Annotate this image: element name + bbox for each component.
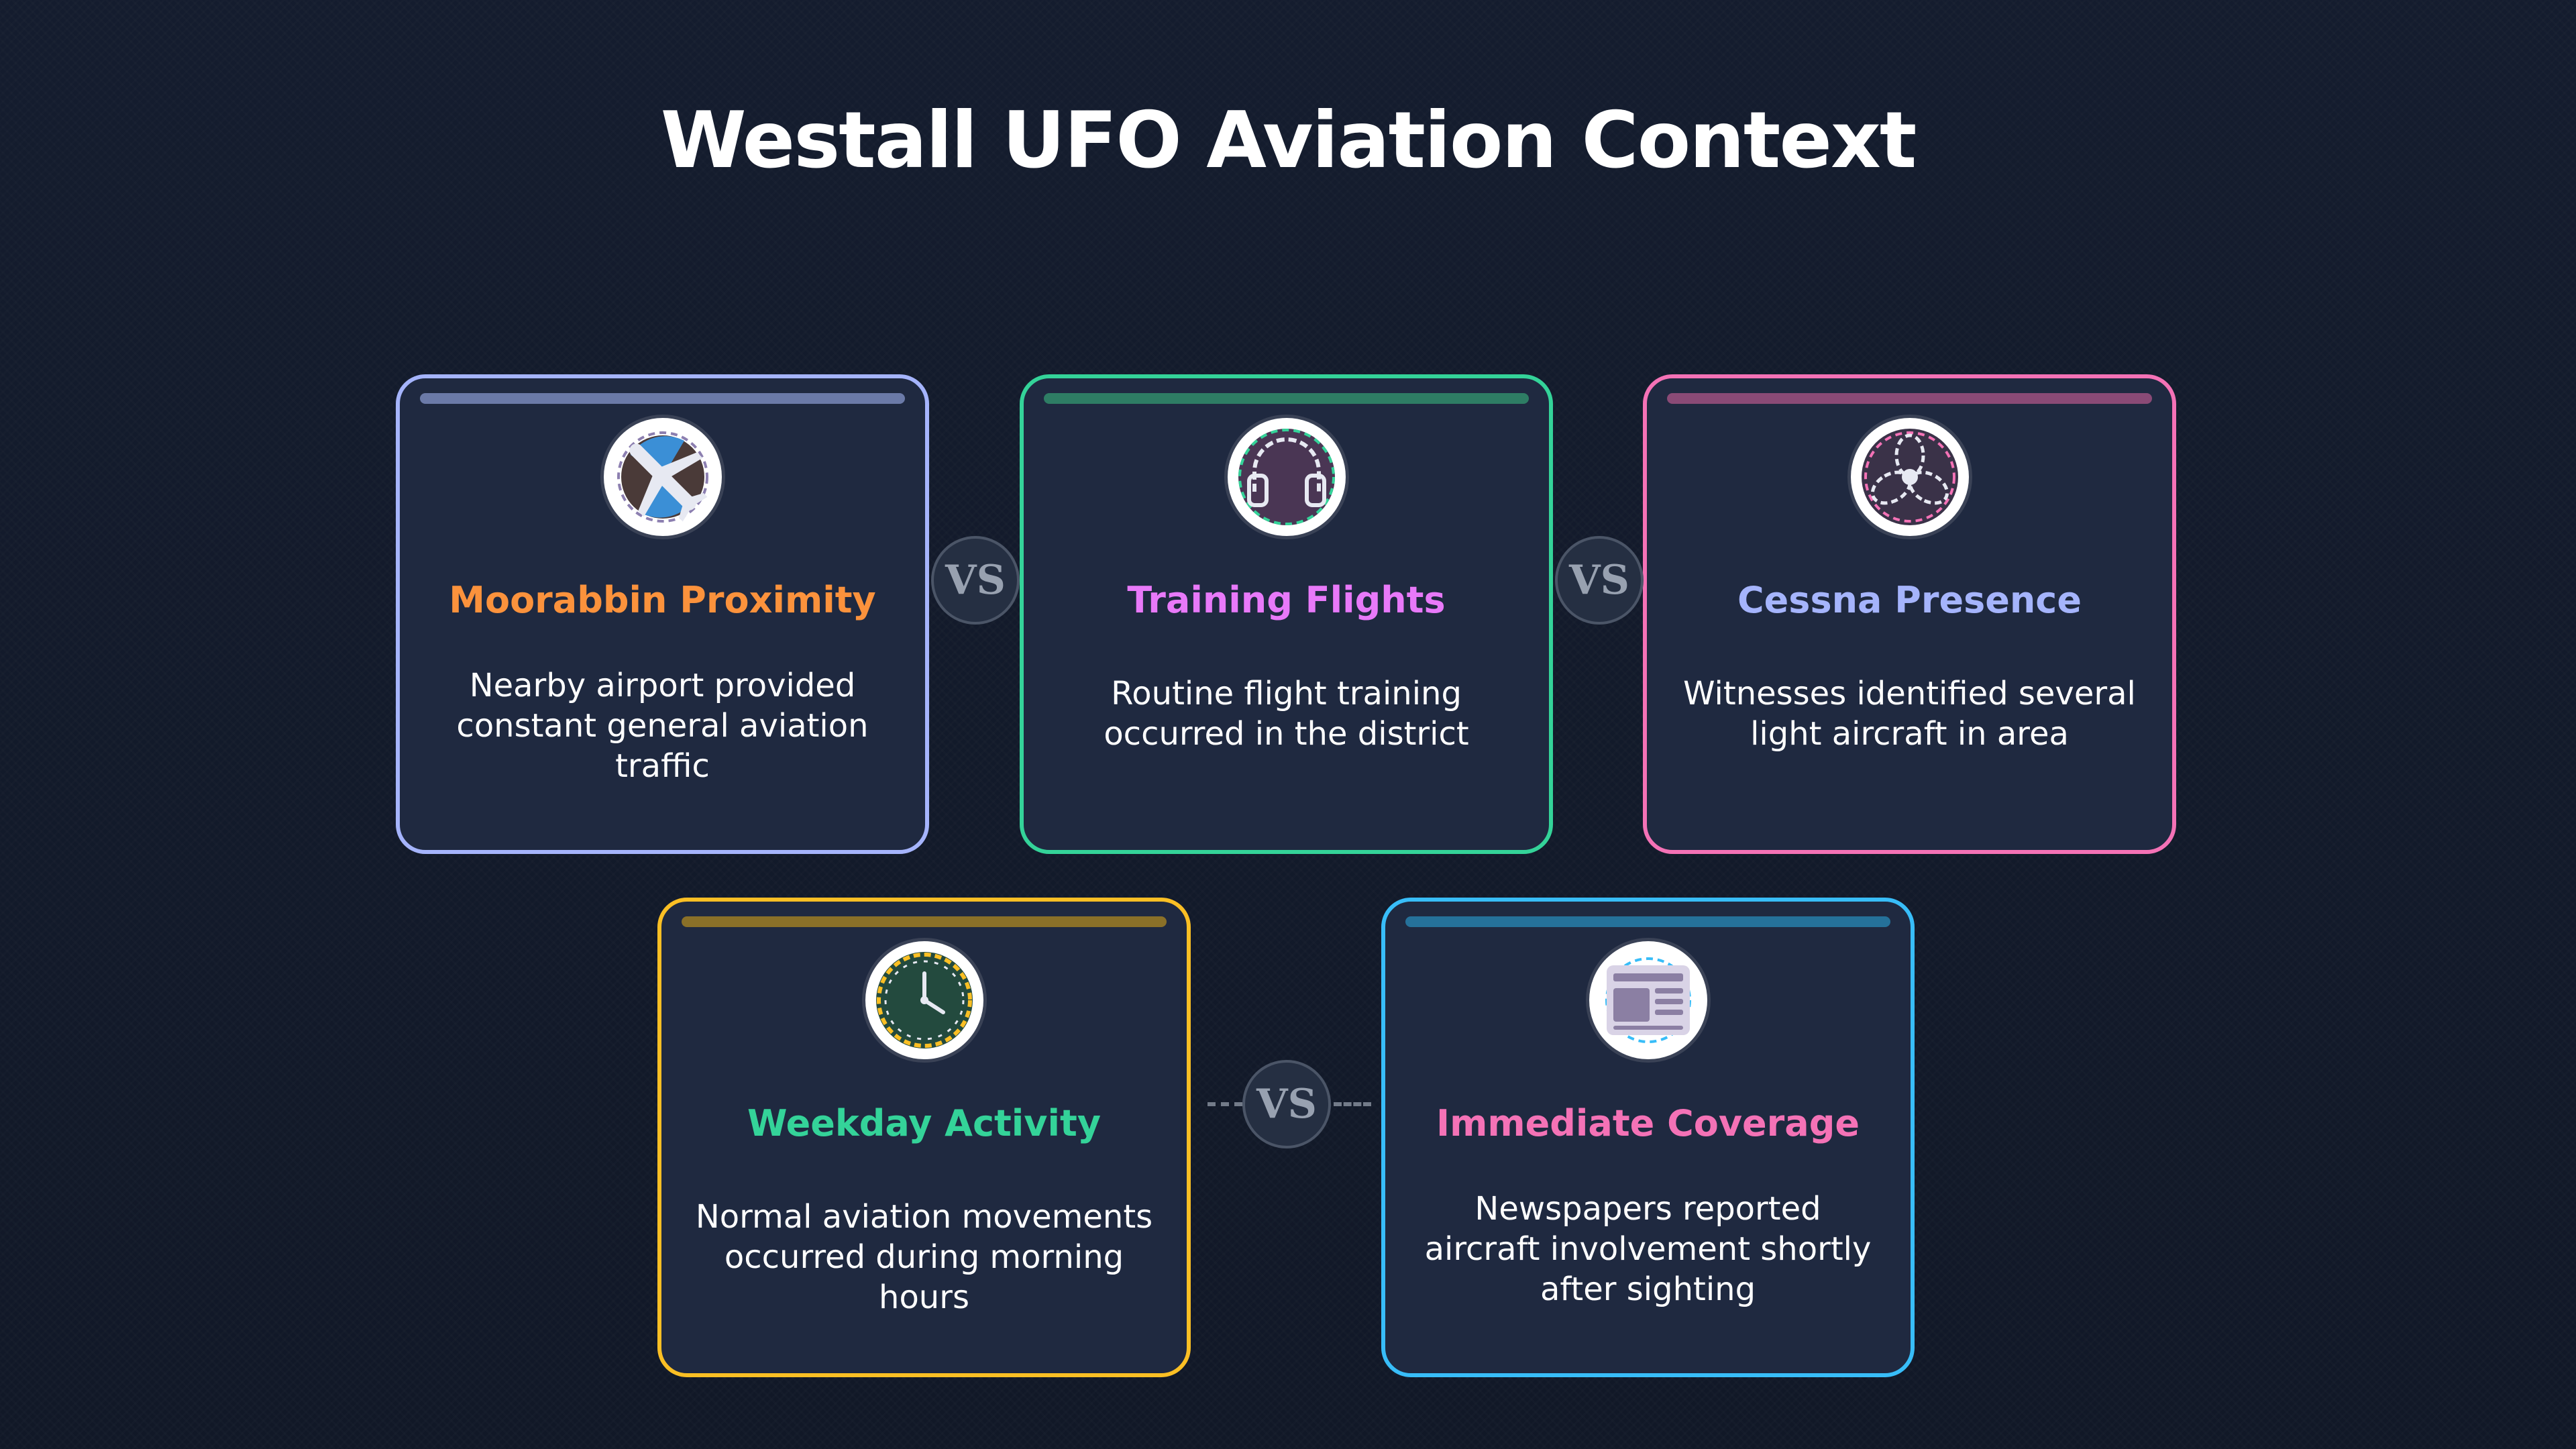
card-accent-bar [1667,393,2152,404]
card-moorabbin-proximity: Moorabbin Proximity Nearby airport provi… [396,374,929,854]
newspaper-icon [1585,938,1711,1063]
card-weekday-activity: Weekday Activity Normal aviation movemen… [657,898,1191,1377]
page-title: Westall UFO Aviation Context [660,95,1917,186]
connector-dash-left [1208,1102,1242,1106]
card-heading: Training Flights [1127,579,1446,621]
vs-badge: VS [931,536,1020,625]
card-accent-bar [1044,393,1529,404]
vs-badge: VS [1555,536,1644,625]
card-description: Normal aviation movements occurred durin… [695,1198,1153,1316]
headset-icon [1224,415,1349,539]
card-accent-bar [1405,916,1890,927]
card-description: Nearby airport provided constant general… [456,667,869,785]
card-description: Routine flight training occurred in the … [1104,675,1469,753]
card-accent-bar [682,916,1167,927]
card-heading: Moorabbin Proximity [449,579,876,621]
vs-badge: VS [1242,1060,1331,1148]
card-heading: Immediate Coverage [1436,1102,1860,1144]
card-description: Newspapers reported aircraft involvement… [1424,1190,1872,1308]
card-training-flights: Training Flights Routine flight training… [1020,374,1553,854]
card-heading: Weekday Activity [747,1102,1102,1144]
card-immediate-coverage: Immediate Coverage Newspapers reported a… [1381,898,1915,1377]
card-cessna-presence: Cessna Presence Witnesses identified sev… [1643,374,2176,854]
connector-dash-right [1334,1102,1371,1106]
card-accent-bar [420,393,905,404]
card-description: Witnesses identified several light aircr… [1683,675,2136,753]
clock-icon [861,938,987,1063]
propeller-icon [1847,415,1972,539]
airplane-icon [600,415,725,539]
card-heading: Cessna Presence [1737,579,2082,621]
